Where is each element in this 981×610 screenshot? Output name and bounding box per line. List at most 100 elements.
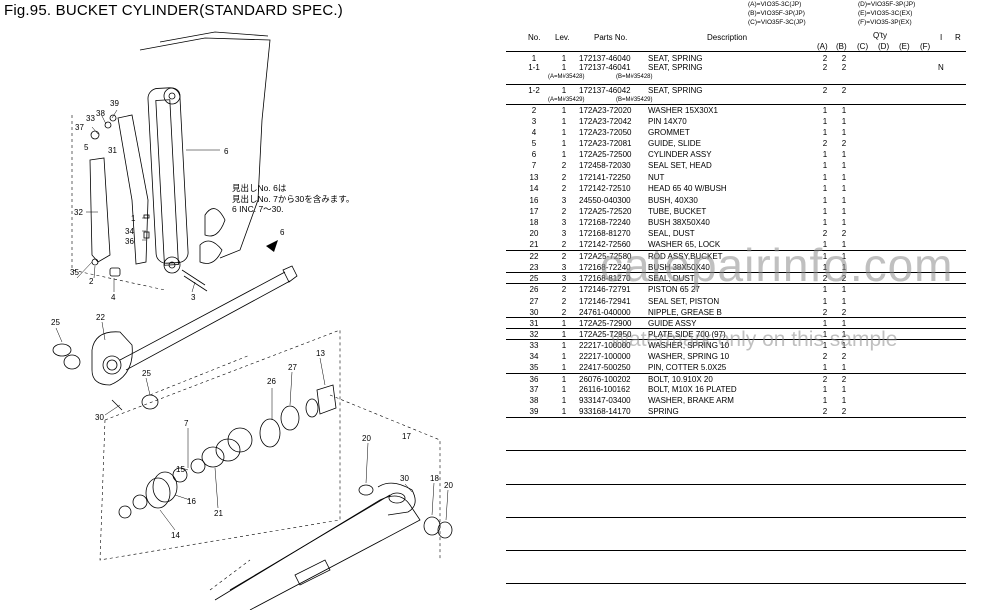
callout-20b: 20 <box>444 481 453 490</box>
cell-desc: WASHER 15X30X1 <box>648 106 718 115</box>
cell-lev: 1 <box>561 363 567 372</box>
row-group-rule <box>506 417 966 418</box>
row-group-rule <box>506 373 966 374</box>
cell-desc: SEAT, SPRING <box>648 86 703 95</box>
cell-no: 2 <box>531 106 537 115</box>
callout-32: 32 <box>74 208 83 217</box>
cell-qa: 1 <box>822 330 828 339</box>
callout-6b: 6 <box>280 228 285 237</box>
cell-qb: 1 <box>841 184 847 193</box>
cell-pn: 933168-14170 <box>579 407 631 416</box>
cell-qb: 1 <box>841 150 847 159</box>
cell-qb: 1 <box>841 285 847 294</box>
callout-3: 3 <box>191 293 196 302</box>
cell-pn: 26076-100202 <box>579 375 631 384</box>
cell-qa: 2 <box>822 308 828 317</box>
cell-no: 25 <box>529 274 539 283</box>
exploded-parts-diagram: 37 33 38 39 5 31 6 32 1 34 36 35 2 4 3 6… <box>51 31 453 610</box>
cell-desc: GROMMET <box>648 128 690 137</box>
cell-qb: 2 <box>841 407 847 416</box>
row-group-rule <box>506 328 966 329</box>
cell-no: 20 <box>529 229 539 238</box>
cell-qb: 2 <box>841 352 847 361</box>
cell-qa: 1 <box>822 128 828 137</box>
cell-qa: 1 <box>822 218 828 227</box>
tube-body <box>214 495 421 610</box>
model-e: (E)=VIO35-3C(EX) <box>858 10 913 17</box>
cell-pn: 172168-81270 <box>579 274 631 283</box>
cell-desc: SPRING <box>648 407 679 416</box>
cell-desc: BUSH 38X50X40 <box>648 263 710 272</box>
cell-no: 16 <box>529 196 539 205</box>
cell-desc: PLATE,SIDE 700 (97) <box>648 330 726 339</box>
header-lev: Lev. <box>555 33 570 42</box>
cell-qb: 1 <box>841 319 847 328</box>
callout-15: 15 <box>176 465 185 474</box>
cell-qa: 1 <box>822 240 828 249</box>
cell-qb: 1 <box>841 218 847 227</box>
cell-desc: SEAT, SPRING <box>648 54 703 63</box>
callout-26: 26 <box>267 377 276 386</box>
header-r: R <box>955 33 961 42</box>
row-group-rule <box>506 339 966 340</box>
callout-20: 20 <box>362 434 371 443</box>
callout-30: 30 <box>95 413 104 422</box>
header-parts-no: Parts No. <box>594 33 628 42</box>
cell-desc: BOLT, M10X 16 PLATED <box>648 385 737 394</box>
cell-pn: 22417-500250 <box>579 363 631 372</box>
cylinder-upper-outline <box>147 87 189 264</box>
cell-qb: 2 <box>841 86 847 95</box>
serial-b-2: (B=M#35429) <box>616 97 653 103</box>
cell-no: 35 <box>529 363 539 372</box>
cell-lev: 2 <box>561 252 567 261</box>
cell-no: 3 <box>531 117 537 126</box>
cell-pn: 933147-03400 <box>579 396 631 405</box>
callout-2: 2 <box>89 277 94 286</box>
cell-qb: 2 <box>841 63 847 72</box>
row-group-rule <box>506 250 966 251</box>
cell-no: 33 <box>529 341 539 350</box>
blank-row-rule <box>506 517 966 518</box>
cell-no: 27 <box>529 297 539 306</box>
cell-lev: 3 <box>561 263 567 272</box>
cell-qb: 1 <box>841 106 847 115</box>
cell-qa: 1 <box>822 161 828 170</box>
watermark-sub: Watermark only on this sample <box>610 328 898 351</box>
model-c: (C)=VIO35F-3C(JP) <box>748 19 806 26</box>
callout-34: 34 <box>125 227 134 236</box>
cell-desc: NIPPLE, GREASE B <box>648 308 722 317</box>
header-qty-e: (E) <box>899 42 910 51</box>
cell-qb: 1 <box>841 396 847 405</box>
callout-5: 5 <box>84 143 89 152</box>
row-group-rule <box>506 84 966 85</box>
cell-no: 36 <box>529 375 539 384</box>
cell-desc: WASHER, SPRING 10 <box>648 341 730 350</box>
cell-lev: 1 <box>561 319 567 328</box>
model-a: (A)=VIO35-3C(JP) <box>748 1 802 8</box>
cell-qb: 1 <box>841 196 847 205</box>
cell-qb: 1 <box>841 297 847 306</box>
cell-qa: 1 <box>822 341 828 350</box>
cell-qa: 1 <box>822 385 828 394</box>
cell-no: 30 <box>529 308 539 317</box>
cell-desc: PISTON 65 27 <box>648 285 700 294</box>
cell-qa: 2 <box>822 139 828 148</box>
cell-qb: 2 <box>841 308 847 317</box>
cell-no: 17 <box>529 207 539 216</box>
watermark-main: catepairinfo.com <box>600 239 954 291</box>
callout-13: 13 <box>316 349 325 358</box>
cell-qa: 1 <box>822 319 828 328</box>
cell-desc: SEAL, DUST <box>648 274 695 283</box>
cell-qa: 2 <box>822 86 828 95</box>
header-qty-f: (F) <box>920 42 931 51</box>
cell-pn: 172A25-72950 <box>579 330 632 339</box>
cell-qb: 1 <box>841 385 847 394</box>
cell-qa: 1 <box>822 396 828 405</box>
